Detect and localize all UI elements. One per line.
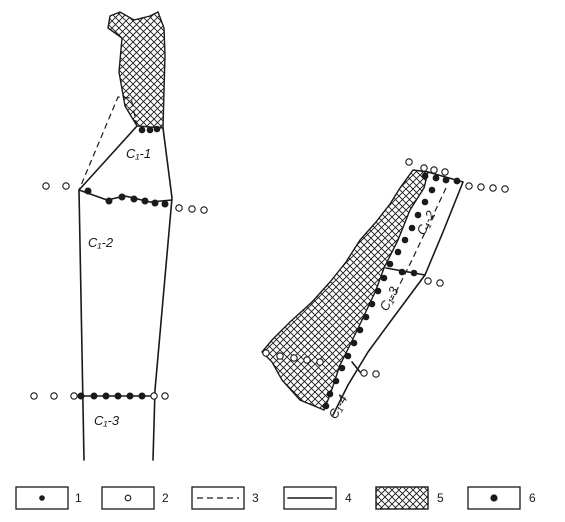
legend-item-1: 1: [15, 486, 82, 510]
legend-number-3: 3: [252, 491, 259, 505]
left-hatched-body: [107, 11, 166, 129]
left-sample-points: [77, 125, 169, 400]
left-contact-1-2: [78, 189, 173, 203]
right-contact-2-3: [385, 267, 426, 276]
legend-number-4: 4: [345, 491, 352, 505]
legend-item-3: 3: [191, 486, 259, 510]
left-dashed-contact: [78, 96, 138, 191]
right-hatched-body: [261, 169, 429, 411]
unit-label-left-2: C₁-2: [88, 235, 114, 250]
right-column: C₁-2 C₁-3 C₁-4: [261, 158, 509, 421]
legend-item-4: 4: [283, 486, 352, 510]
legend-number-2: 2: [162, 491, 169, 505]
legend-item-5: 5: [375, 486, 444, 510]
unit-label-left-1: C₁-1: [126, 146, 151, 161]
right-contact-3-4: [351, 361, 361, 373]
legend-number-6: 6: [529, 491, 536, 505]
legend-item-6: 6: [467, 486, 536, 510]
left-column-outline: [78, 125, 173, 461]
right-sample-points: [322, 172, 461, 410]
legend-number-1: 1: [75, 491, 82, 505]
legend: 1 2 3 4 5 6: [15, 486, 536, 510]
right-open-points: [262, 158, 509, 378]
left-open-points: [30, 182, 208, 400]
unit-label-left-3: C₁-3: [94, 413, 120, 428]
right-column-outline: [332, 171, 464, 416]
legend-item-2: 2: [101, 486, 169, 510]
legend-number-5: 5: [437, 491, 444, 505]
left-column: C₁-1 C₁-2 C₁-3: [30, 11, 208, 461]
